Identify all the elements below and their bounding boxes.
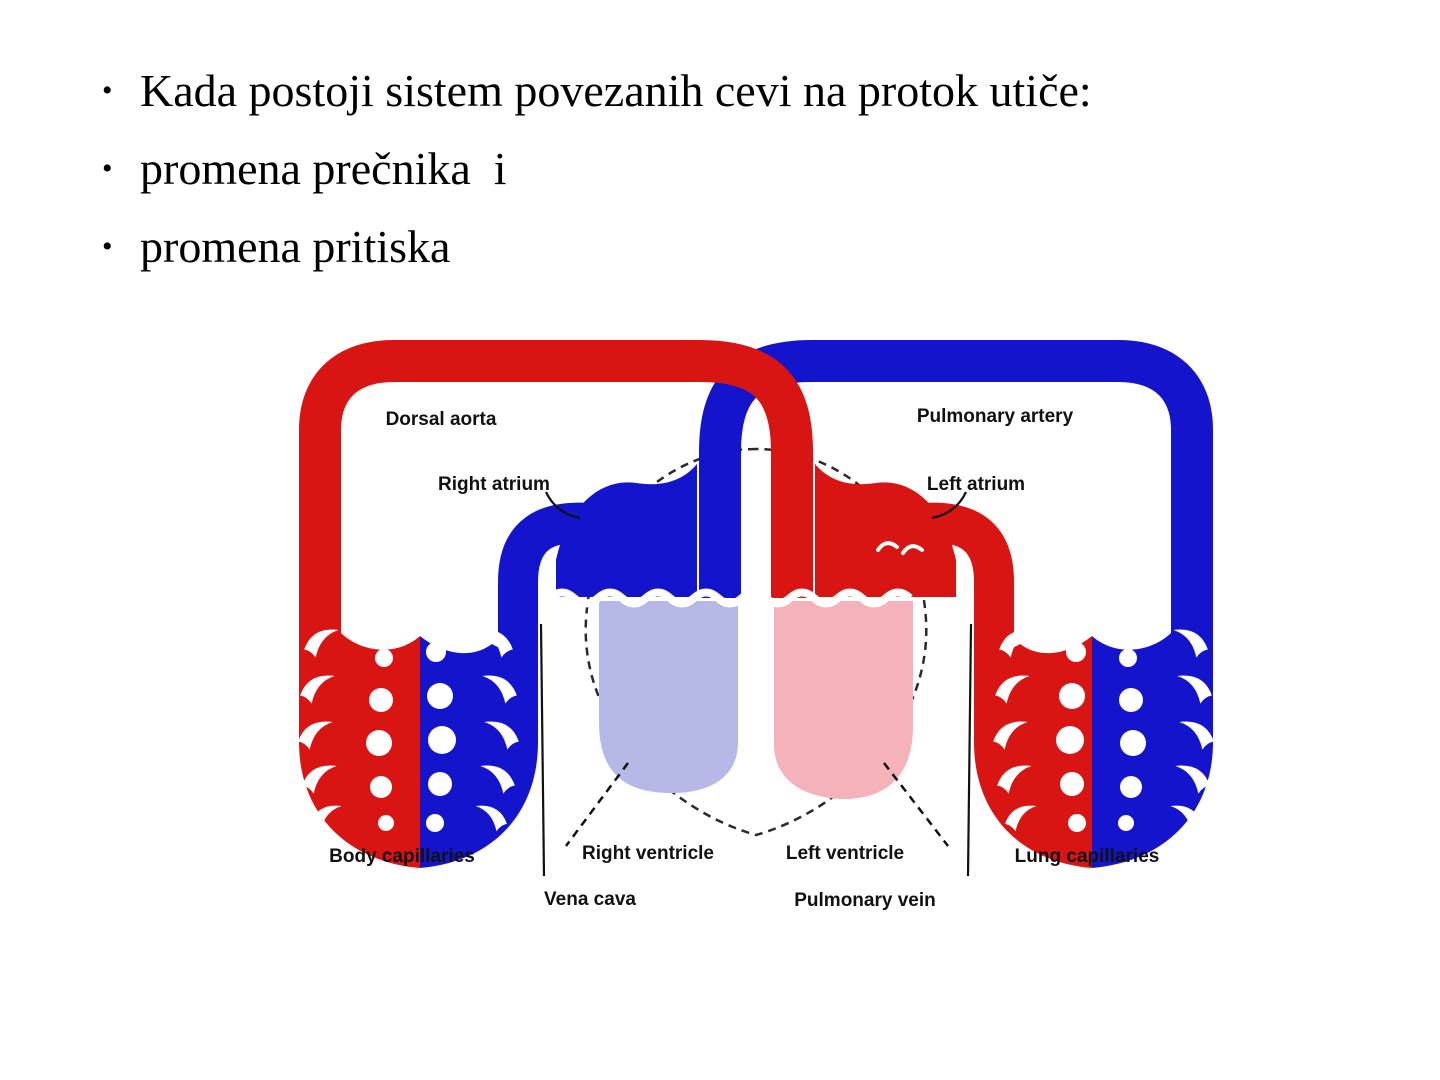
bullet-text: promena pritiska [140, 221, 451, 272]
label-dorsal-aorta: Dorsal aorta [385, 409, 497, 430]
bullet-list: • Kada postoji sistem povezanih cevi na … [92, 52, 1392, 286]
label-pulmonary-artery: Pulmonary artery [916, 406, 1074, 427]
left-ventricle-chamber [774, 601, 913, 799]
bullet-text: Kada postoji sistem povezanih cevi na pr… [140, 65, 1092, 116]
bullet-item: • Kada postoji sistem povezanih cevi na … [92, 52, 1392, 130]
bullet-item: • promena prečnika i [92, 130, 1392, 208]
bullet-marker: • [102, 74, 113, 107]
bullet-item: • promena pritiska [92, 208, 1392, 286]
body-capillaries-pouch [298, 619, 538, 868]
pulmonary-vein-leader [966, 623, 973, 877]
right-ventricle-chamber [599, 601, 738, 794]
label-pulmonary-vein: Pulmonary vein [794, 890, 936, 911]
vena-cava-leader [539, 623, 546, 877]
left-atrium-chamber [815, 464, 956, 597]
label-vena-cava: Vena cava [544, 889, 636, 910]
left-ventricle-leader [883, 762, 949, 847]
dorsal-aorta-loop [299, 340, 813, 652]
bullet-text: promena prečnika i [140, 143, 507, 194]
bullet-marker: • [102, 152, 113, 185]
label-left-ventricle: Left ventricle [785, 843, 905, 864]
valve-line [547, 588, 913, 608]
label-left-atrium: Left atrium [926, 474, 1026, 495]
right-ventricle-leader [564, 762, 630, 847]
vein-valve-marks [876, 541, 924, 555]
label-body-capillaries: Body capillaries [329, 846, 475, 867]
right-atrium-chamber [556, 464, 697, 597]
bullet-marker: • [102, 230, 113, 263]
label-lung-capillaries: Lung capillaries [1014, 846, 1160, 867]
label-right-atrium: Right atrium [438, 474, 550, 495]
pulmonary-artery-loop [699, 340, 1213, 652]
left-atrium-leader [931, 491, 967, 520]
label-right-ventricle: Right ventricle [582, 843, 714, 864]
lung-capillaries-pouch [974, 619, 1214, 868]
right-atrium-leader [545, 491, 581, 520]
